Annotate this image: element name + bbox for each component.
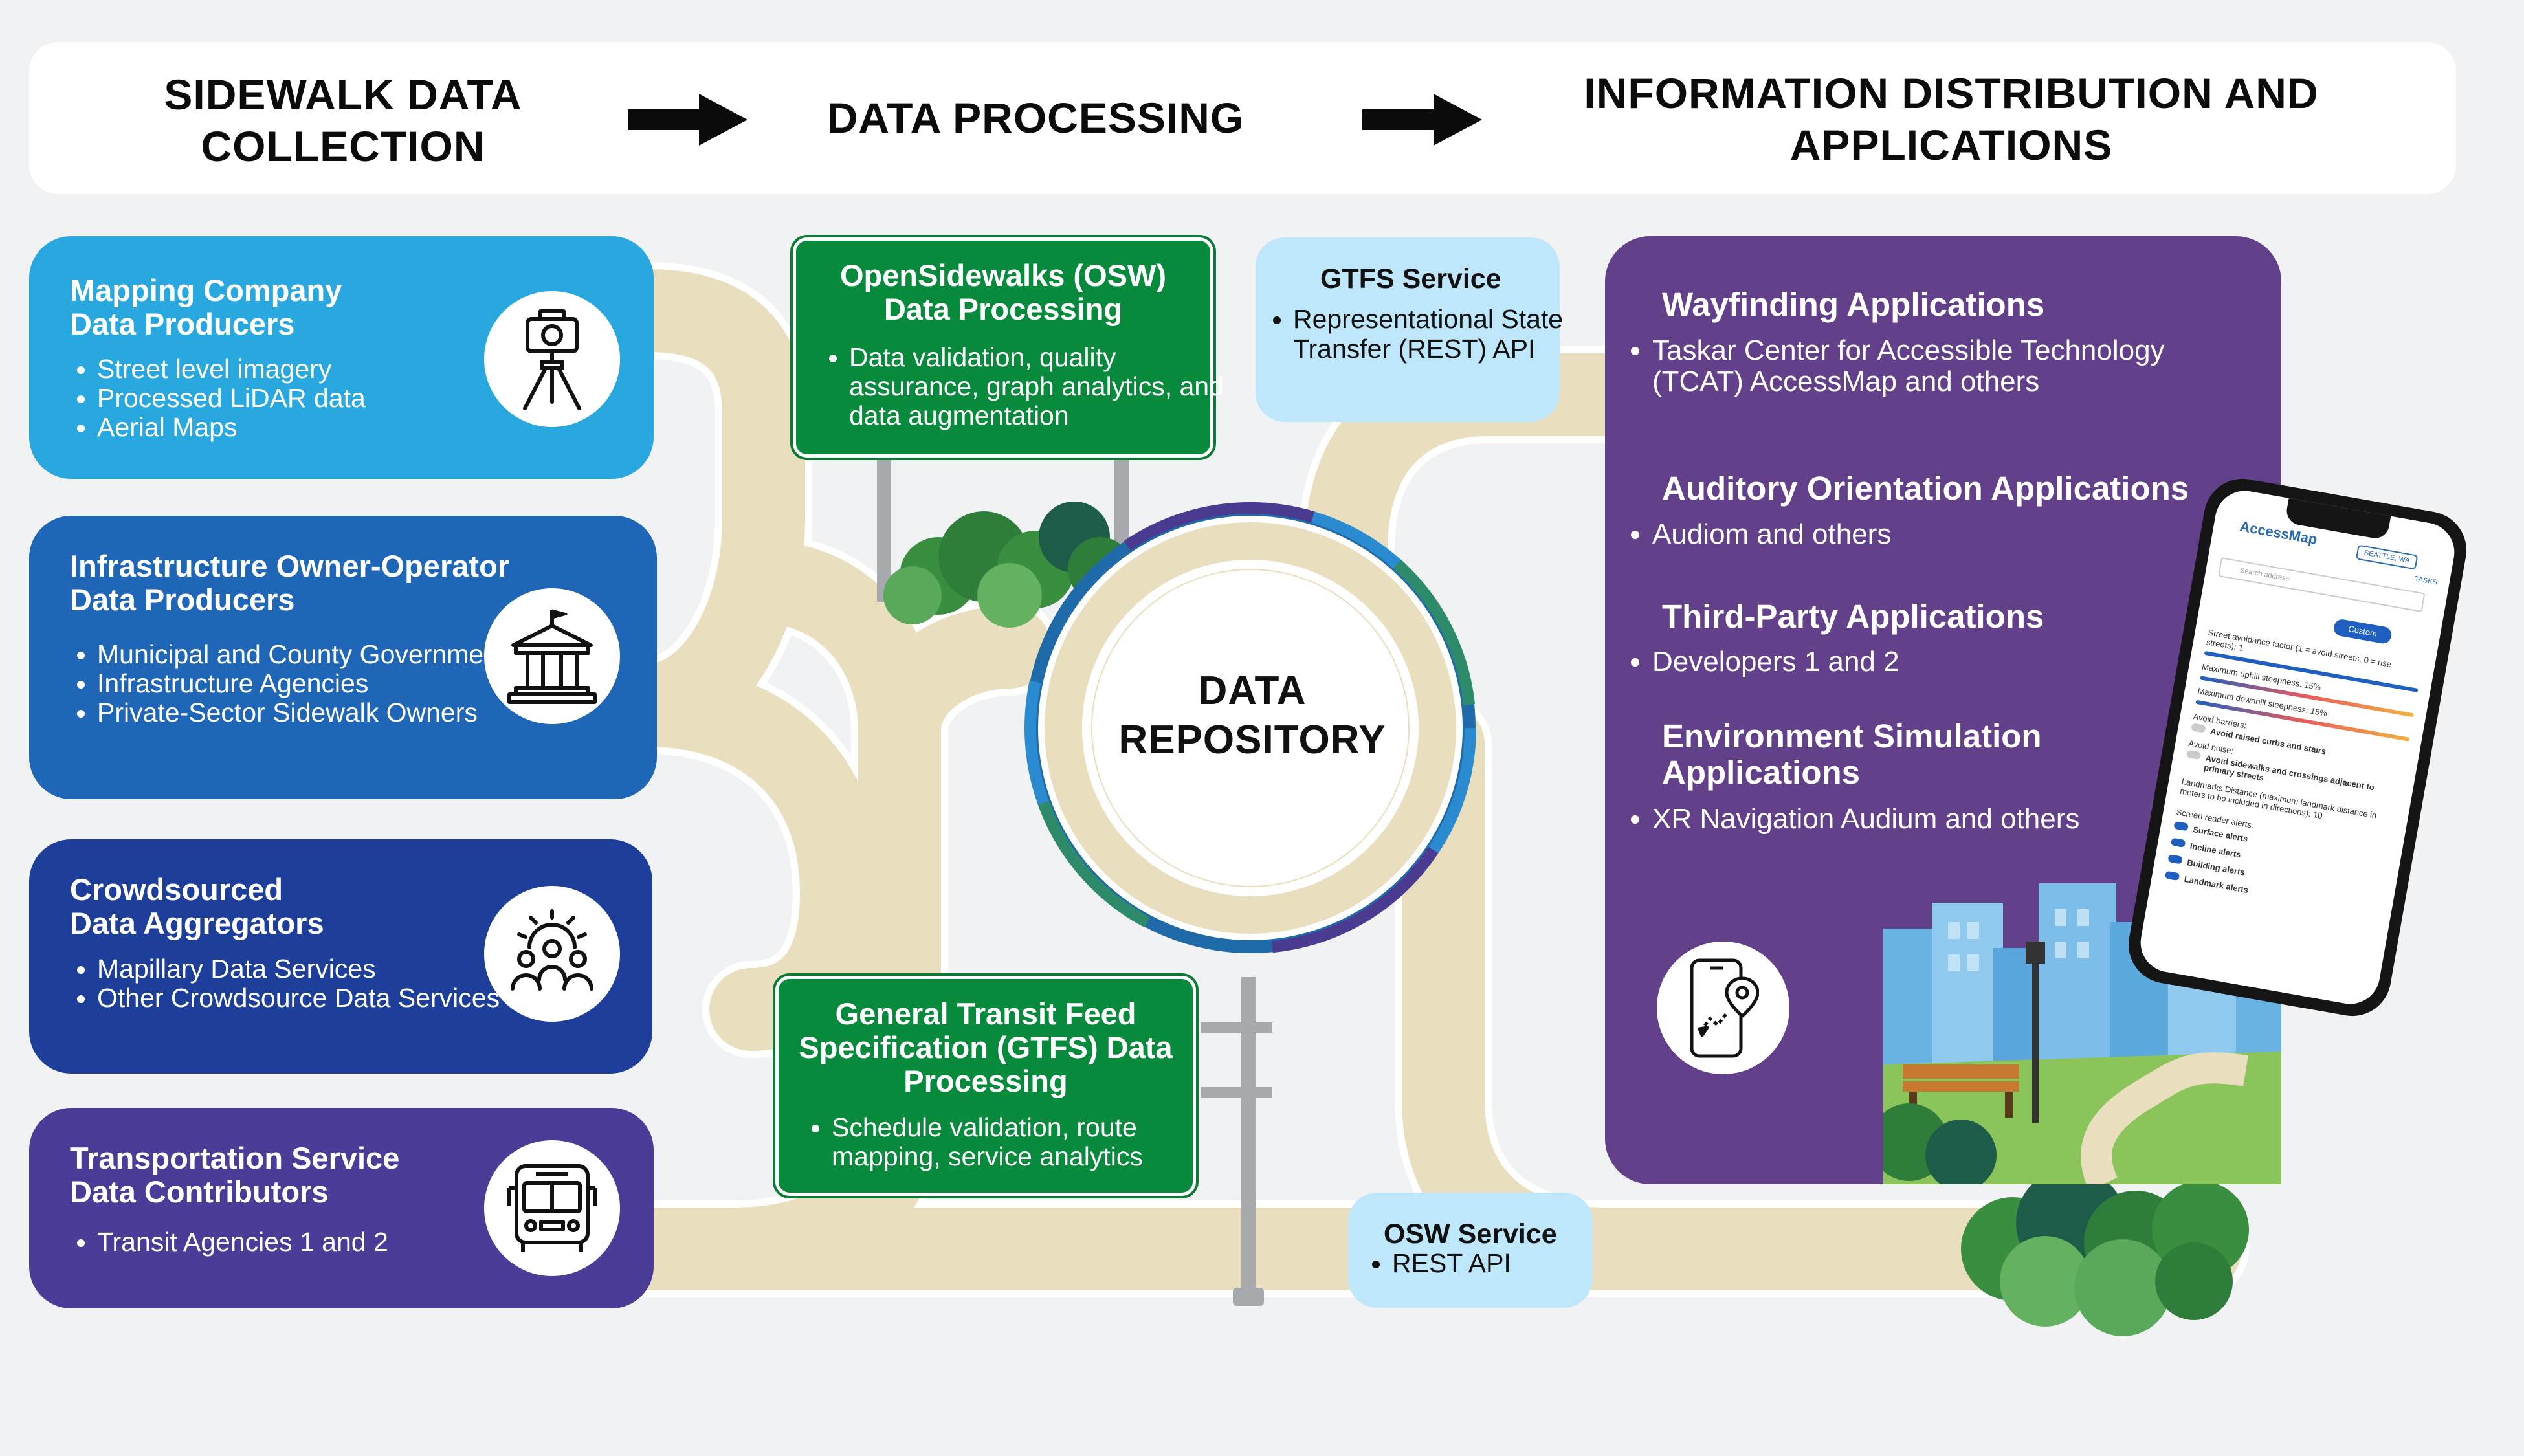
- card-list: Municipal and County Governments Infrast…: [42, 640, 544, 727]
- app-list: Audiom and others: [1605, 519, 1891, 550]
- list-item: Developers 1 and 2: [1652, 646, 1899, 678]
- list-item: Other Crowdsource Data Services: [97, 984, 537, 1013]
- list-item: Street level imagery: [97, 355, 366, 384]
- city-park-illustration: [1883, 883, 2281, 1184]
- app-title: Wayfinding Applications: [1662, 286, 2045, 323]
- list-item: Representational State Transfer (REST) A…: [1293, 304, 1604, 364]
- toggle-switch[interactable]: [2173, 821, 2189, 832]
- icon-badge: [484, 886, 620, 1022]
- repository-ring: [1024, 502, 1476, 954]
- bus-icon: [507, 1164, 597, 1252]
- stage-distribution: INFORMATION DISTRIBUTION AND APPLICATION…: [1584, 69, 2319, 169]
- box-list: Schedule validation, route mapping, serv…: [779, 1113, 1220, 1171]
- card-list: Transit Agencies 1 and 2: [42, 1228, 388, 1257]
- list-item: Aerial Maps: [97, 413, 366, 442]
- box-list: REST API: [1329, 1248, 1599, 1278]
- icon-badge: [484, 1140, 620, 1276]
- toggle-switch[interactable]: [2167, 854, 2183, 865]
- list-item: Processed LiDAR data: [97, 384, 366, 413]
- box-list: Representational State Transfer (REST) A…: [1230, 304, 1604, 364]
- list-item: XR Navigation Audium and others: [1652, 804, 2118, 835]
- app-title: Environment Simulation Applications: [1662, 718, 2042, 791]
- osw-processing-box: OpenSidewalks (OSW) Data Processing Data…: [790, 235, 1224, 460]
- list-item: Private-Sector Sidewalk Owners: [97, 698, 544, 727]
- gtfs-processing-box: General Transit Feed Specification (GTFS…: [773, 973, 1199, 1198]
- box-list: Data validation, quality assurance, grap…: [796, 343, 1237, 430]
- list-item: Data validation, quality assurance, grap…: [849, 343, 1237, 430]
- toggle-switch[interactable]: [2170, 837, 2186, 848]
- card-list: Mapillary Data Services Other Crowdsourc…: [42, 954, 537, 1013]
- icon-badge: [484, 588, 620, 724]
- app-list: XR Navigation Audium and others: [1605, 804, 2118, 835]
- government-building-icon: [507, 609, 597, 704]
- list-item: Municipal and County Governments: [97, 640, 544, 669]
- toggle-switch[interactable]: [2186, 749, 2202, 760]
- arrow-right-icon: [628, 94, 747, 146]
- utility-pole: [1201, 977, 1272, 1306]
- phone-location-icon: [1690, 958, 1759, 1057]
- gtfs-service-box: GTFS Service Representational State Tran…: [1256, 237, 1563, 422]
- list-item: Schedule validation, route mapping, serv…: [832, 1113, 1220, 1171]
- list-item: Taskar Center for Accessible Technology …: [1652, 335, 2209, 397]
- card-list: Street level imagery Processed LiDAR dat…: [42, 355, 366, 442]
- icon-badge: [484, 291, 620, 427]
- box-title: GTFS Service: [1320, 263, 1501, 294]
- header-bar: [29, 42, 2456, 194]
- applications-panel: Wayfinding Applications Taskar Center fo…: [1605, 236, 2281, 1184]
- trees-bottom-right: [1961, 1168, 2249, 1336]
- app-title: Third-Party Applications: [1662, 598, 2044, 635]
- box-title: OSW Service: [1384, 1219, 1557, 1250]
- custom-mode-button[interactable]: Custom: [2332, 618, 2393, 645]
- icon-badge: [1657, 942, 1789, 1074]
- app-title: Auditory Orientation Applications: [1662, 470, 2189, 507]
- app-list: Taskar Center for Accessible Technology …: [1605, 335, 2209, 397]
- list-item: Mapillary Data Services: [97, 954, 537, 984]
- tasks-button[interactable]: TASKS: [2413, 575, 2438, 587]
- toggle-switch[interactable]: [2191, 723, 2206, 733]
- app-list: Developers 1 and 2: [1605, 646, 1899, 678]
- list-item: Infrastructure Agencies: [97, 669, 544, 698]
- osw-service-box: OSW Service REST API: [1348, 1193, 1593, 1308]
- sign-posts: [877, 453, 1129, 602]
- data-repository-label: DATA REPOSITORY: [1118, 668, 1386, 762]
- box-title: General Transit Feed Specification (GTFS…: [799, 997, 1173, 1098]
- box-title: OpenSidewalks (OSW) Data Processing: [839, 258, 1167, 326]
- list-item: REST API: [1392, 1248, 1599, 1278]
- stage-processing: DATA PROCESSING: [826, 94, 1245, 142]
- list-item: Audiom and others: [1652, 519, 1891, 550]
- trees-left: [883, 502, 1133, 628]
- stage-collection: SIDEWALK DATA COLLECTION: [164, 71, 522, 170]
- community-gear-icon: [511, 909, 593, 991]
- arrow-right-icon: [1362, 94, 1482, 146]
- surveying-tripod-icon: [523, 309, 581, 410]
- list-item: Transit Agencies 1 and 2: [97, 1228, 388, 1257]
- toggle-switch[interactable]: [2164, 870, 2180, 881]
